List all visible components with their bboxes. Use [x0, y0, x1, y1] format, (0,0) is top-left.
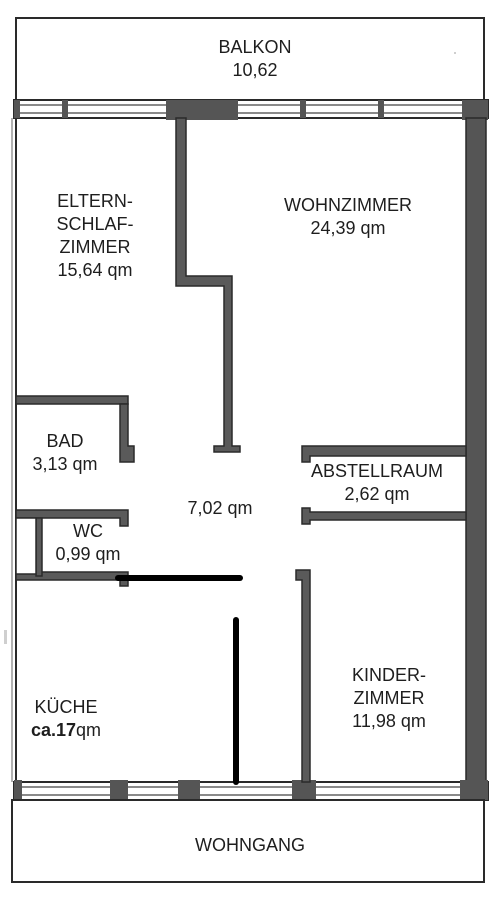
wohngang-label: WOHNGANG	[140, 834, 360, 857]
top-facade	[13, 99, 489, 120]
kueche-name: KÜCHE	[34, 697, 98, 717]
eltern-label: ELTERN- SCHLAF- ZIMMER 15,64 qm	[20, 190, 170, 282]
wc-label: WC 0,99 qm	[38, 520, 138, 566]
kueche-area: ca.17qm	[18, 719, 114, 742]
wc-area: 0,99 qm	[55, 544, 121, 564]
wohngang-name: WOHNGANG	[195, 835, 305, 855]
scan-marks	[4, 52, 456, 644]
bad-label: BAD 3,13 qm	[16, 430, 114, 476]
wohnzimmer-name: WOHNZIMMER	[284, 195, 412, 215]
flur-label: 7,02 qm	[170, 497, 270, 520]
abstellraum-label: ABSTELLRAUM 2,62 qm	[288, 460, 466, 506]
interior-walls	[15, 117, 467, 783]
balkon-name: BALKON	[218, 37, 292, 57]
kueche-area-suffix: qm	[76, 720, 102, 740]
wc-niche	[15, 517, 37, 575]
bottom-facade	[13, 780, 489, 801]
eltern-area: 15,64 qm	[57, 260, 133, 280]
abstellraum-area: 2,62 qm	[344, 484, 410, 504]
kinderzimmer-line2: ZIMMER	[353, 688, 425, 708]
abstellraum-name: ABSTELLRAUM	[310, 461, 444, 481]
balkon-area: 10,62	[232, 60, 278, 80]
outer-walls	[11, 117, 487, 783]
kueche-label: KÜCHE ca.17qm	[18, 696, 114, 742]
wohnzimmer-area: 24,39 qm	[310, 218, 386, 238]
bad-area: 3,13 qm	[32, 454, 98, 474]
marker-lines	[115, 575, 243, 785]
kinderzimmer-line1: KINDER-	[351, 665, 426, 685]
kinderzimmer-area: 11,98 qm	[352, 711, 426, 731]
kueche-area-prefix: ca.17	[30, 720, 77, 740]
balkon-label: BALKON 10,62	[190, 36, 320, 82]
wc-name: WC	[73, 521, 103, 541]
eltern-line1: ELTERN-	[57, 191, 133, 211]
flur-area: 7,02 qm	[187, 498, 253, 518]
eltern-line3: ZIMMER	[59, 237, 131, 257]
kinderzimmer-label: KINDER- ZIMMER 11,98 qm	[318, 664, 460, 733]
wohnzimmer-label: WOHNZIMMER 24,39 qm	[258, 194, 438, 240]
corridor-outline	[11, 799, 485, 883]
eltern-line2: SCHLAF-	[56, 214, 134, 234]
bad-name: BAD	[46, 431, 84, 451]
